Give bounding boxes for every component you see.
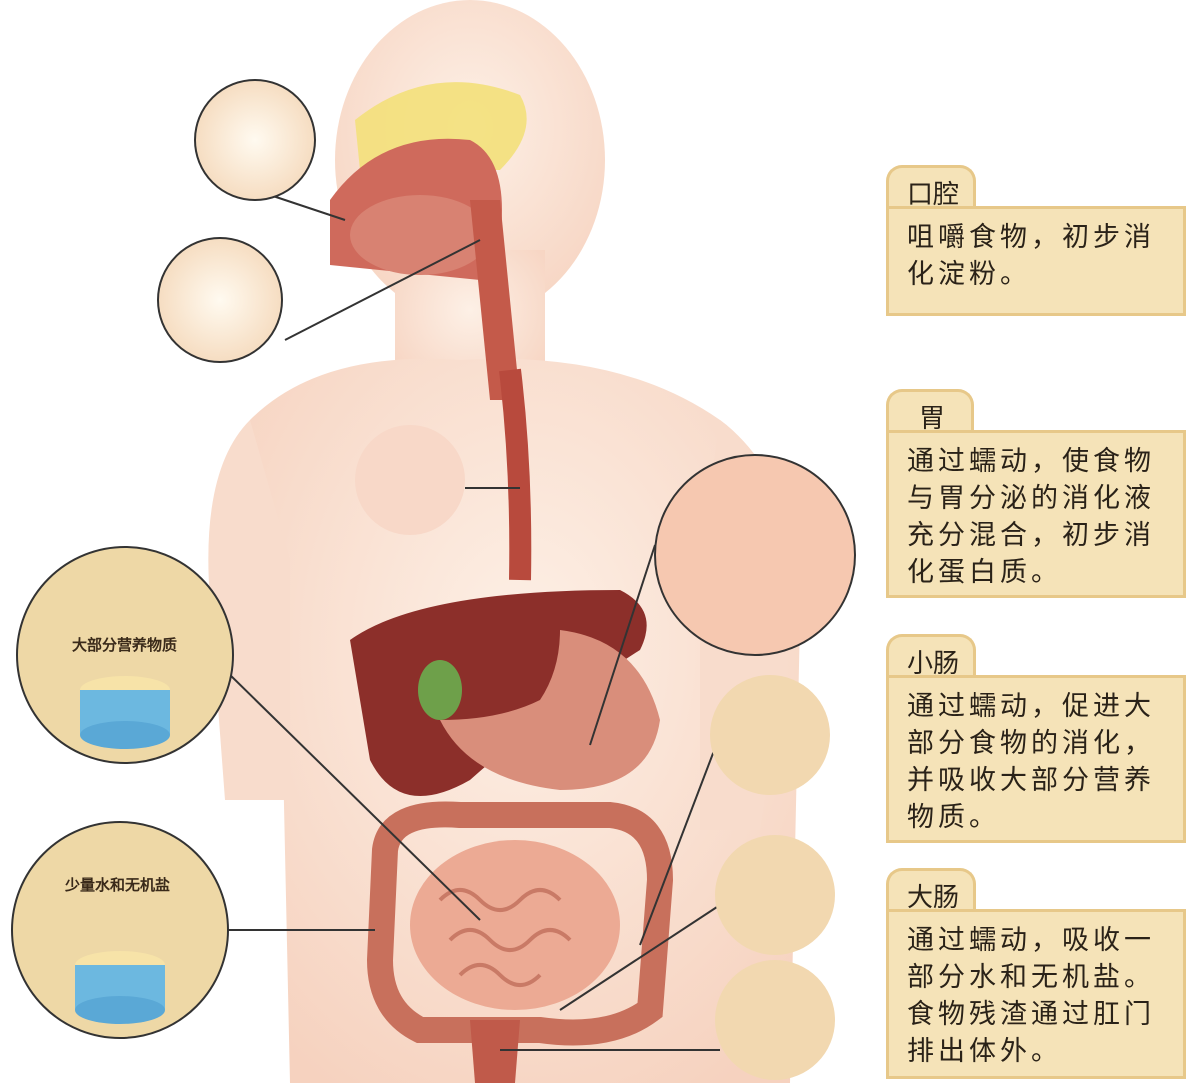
small-intestine-cart-bubble bbox=[710, 675, 830, 795]
esophagus bbox=[510, 370, 520, 580]
gallbladder bbox=[418, 660, 462, 720]
mouth-panel-description: 咀嚼食物，初步消化淀粉。 bbox=[886, 206, 1186, 316]
esophagus-bubble bbox=[355, 425, 465, 535]
rectum bbox=[470, 1020, 520, 1083]
small-intestine-panel-description: 通过蠕动，促进大部分食物的消化，并吸收大部分营养物质。 bbox=[886, 675, 1186, 843]
large-intestine-panel-title: 大肠 bbox=[886, 868, 976, 912]
large-intestine-cart-bubble bbox=[715, 835, 835, 955]
stomach-panel-title: 胃 bbox=[886, 389, 974, 433]
nutrient-container-icon bbox=[80, 676, 170, 749]
small-intestine-panel-title: 小肠 bbox=[886, 634, 976, 678]
stomach-panel-description: 通过蠕动，使食物与胃分泌的消化液充分混合，初步消化蛋白质。 bbox=[886, 430, 1186, 598]
anus-bubble bbox=[715, 960, 835, 1080]
mouth-chewing-bubble bbox=[195, 80, 315, 200]
large-intestine-panel-description: 通过蠕动，吸收一部分水和无机盐。食物残渣通过肛门排出体外。 bbox=[886, 909, 1186, 1079]
small-intestine-bubble-label: 大部分营养物质 bbox=[72, 636, 177, 654]
mouth-panel-title: 口腔 bbox=[886, 165, 976, 209]
mouth-cart-bubble bbox=[158, 238, 282, 362]
large-intestine-bubble-label: 少量水和无机盐 bbox=[64, 876, 170, 894]
stomach-bubble bbox=[655, 455, 855, 655]
water-container-icon bbox=[75, 951, 165, 1024]
